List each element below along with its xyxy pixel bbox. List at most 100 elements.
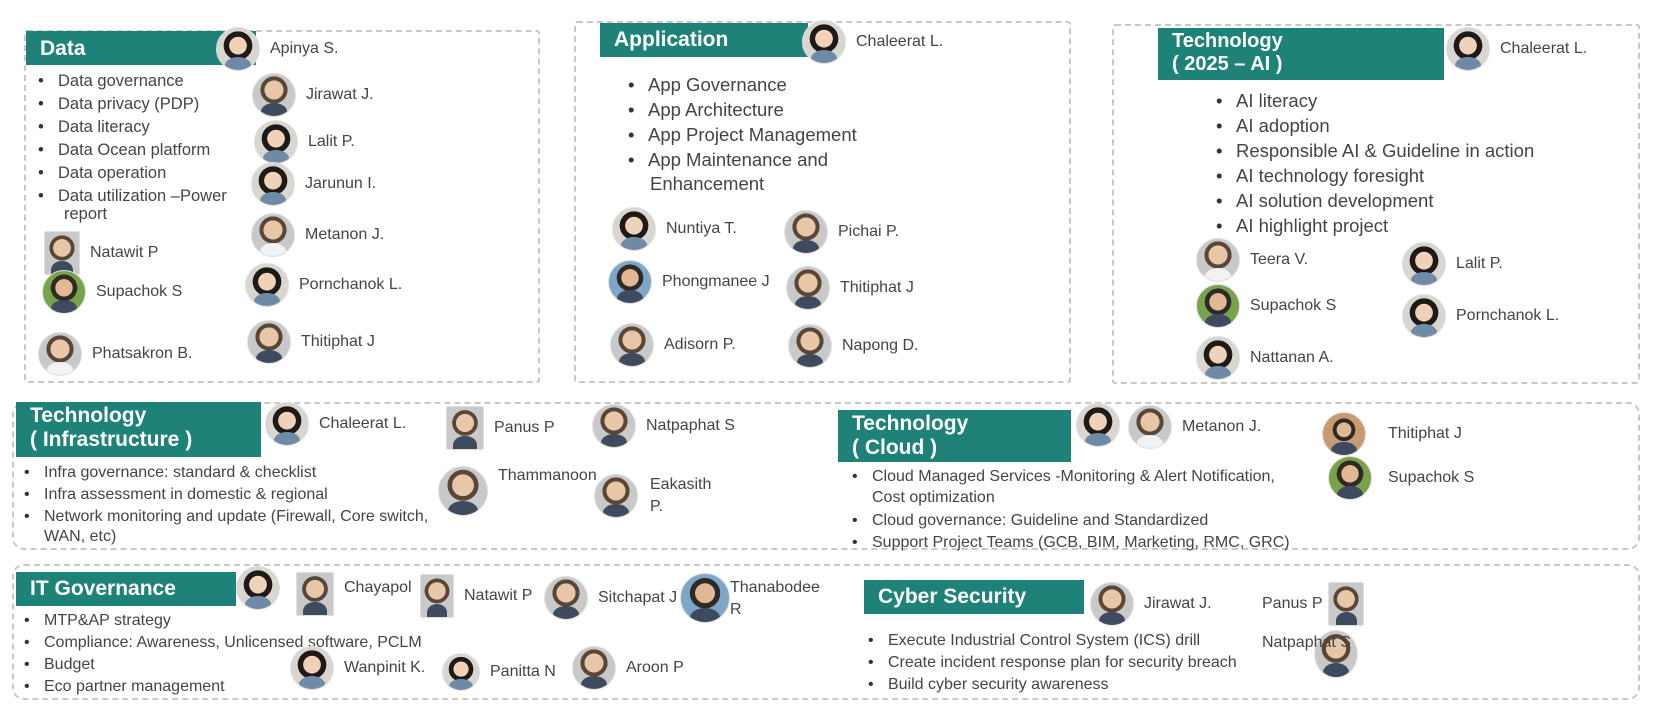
person-name: Jirawat J. [306,86,374,103]
technology-ai-bullets: AI literacy AI adoption Responsible AI &… [1214,88,1534,238]
data-bullets: Data governance Data privacy (PDP) Data … [36,70,227,208]
person-name: Panitta N [490,663,556,680]
technology-ai-header: Technology ( 2025 – AI ) [1158,28,1444,80]
person-card: Nuntiya T. [612,207,737,251]
person-card: Thammanoon [438,466,597,516]
person-name: Panus P [494,419,555,436]
person-card: Pichai P. [784,210,899,254]
person-card: Chayapol [296,572,412,616]
avatar [592,404,636,448]
bullet-item: MTP&AP strategy [22,610,422,632]
avatar [420,574,454,618]
person-name: Thanabodee [730,579,820,596]
bullet-item: AI technology foresight [1214,163,1534,188]
avatar [44,231,80,275]
bullet-item: Compliance: Awareness, Unlicensed softwa… [22,632,422,654]
person-name: Thitiphat J [1388,425,1462,442]
bullet-item: AI highlight project [1214,213,1534,238]
avatar [788,324,832,368]
avatar [1328,456,1372,500]
technology-infra-header: Technology ( Infrastructure ) [16,402,261,457]
person-card: Wanpinit K. [290,646,425,690]
person-name: Supachok S [96,283,183,300]
person-card: Thitiphat J [1322,412,1462,456]
avatar [1196,336,1240,380]
avatar [252,73,296,117]
person-name: Phongmanee J [662,273,770,290]
bullet-continuation: Cost optimization [872,489,995,506]
person-name: Aroon P [626,659,684,676]
person-name: Chayapol [344,579,412,596]
bullet-item: Responsible AI & Guideline in action [1214,138,1534,163]
person-card: Supachok S [42,270,182,314]
avatar [216,27,260,71]
avatar [610,323,654,367]
person-card: Lalit P. [1402,242,1503,286]
person-name: Phatsakron B. [92,345,193,362]
bullet-item: Data operation [36,162,227,185]
person-name: Chaleerat L. [856,33,944,50]
avatar [1402,294,1446,338]
person-name: Natawit P [90,244,159,261]
person-card: Pornchanok L. [245,263,402,307]
person-card: Chaleerat L. [802,20,943,64]
person-name: Apinya S. [270,40,339,57]
person-name: Metanon J. [305,226,385,243]
avatar [442,653,480,691]
person-card: Apinya S. [216,27,338,71]
person-card: Jarunun I. [251,162,376,206]
technology-infra-cloud-panel [12,402,1640,550]
avatar [784,210,828,254]
person-name: Jirawat J. [1144,595,1212,612]
person-card: Chaleerat L. [265,402,406,446]
person-card: Pornchanok L. [1402,294,1559,338]
person-card: Metanon J. [251,213,384,257]
bullet-item: Infra assessment in domestic & regional [22,484,428,506]
it-governance-bullets: MTP&AP strategy Compliance: Awareness, U… [22,610,422,698]
bullet-item: AI adoption [1214,113,1534,138]
avatar [612,207,656,251]
bullet-continuation: Enhancement [650,173,765,194]
cyber-security-header: Cyber Security [864,580,1084,614]
technology-cloud-header: Technology ( Cloud ) [838,410,1071,462]
person-name: Pornchanok L. [1456,307,1560,324]
person-name: Thammanoon [498,467,597,484]
avatar [290,646,334,690]
person-card: Thanabodee R [680,573,820,623]
technology-ai-panel [1112,24,1640,384]
person-card: Supachok S [1196,284,1336,328]
person-card: Panus P [446,406,554,450]
person-name: Adisorn P. [664,336,736,353]
avatar [296,572,334,616]
bullet-item: AI literacy [1214,88,1534,113]
person-card: Lalit P. [254,120,355,164]
person-name: Wanpinit K. [344,659,426,676]
bullet-item: Cloud Managed Services -Monitoring & Ale… [850,466,1275,488]
avatar [594,474,638,518]
person-name: Nattanan A. [1250,349,1334,366]
person-card: Panus P [1262,582,1365,626]
bullet-item: Data governance [36,70,227,93]
person-card: Metanon J. [1128,405,1261,449]
avatar [251,162,295,206]
technology-cloud-bullets: Cloud Managed Services -Monitoring & Ale… [850,466,1275,488]
person-name: Supachok S [1250,297,1337,314]
person-card: Eakasith P. [594,474,711,518]
avatar [572,646,616,690]
avatar [1128,405,1172,449]
bullet-item: Execute Industrial Control System (ICS) … [866,630,1237,652]
technology-cloud-bullets-2: Cloud governance: Guideline and Standard… [850,510,1290,554]
person-card: Napong D. [788,324,919,368]
bullet-item: Budget [22,654,422,676]
avatar [1446,27,1490,71]
bullet-item: Data utilization –Power [36,185,227,208]
person-card: Nattanan A. [1196,336,1334,380]
data-panel [24,30,540,383]
person-name: Thitiphat J [301,333,375,350]
person-name: Thitiphat J [840,279,914,296]
bullet-continuation: WAN, etc) [44,528,117,545]
bullet-item: Support Project Teams (GCB, BIM, Marketi… [850,532,1290,554]
application-bullets: App Governance App Architecture App Proj… [626,72,857,172]
person-name: Teera V. [1250,251,1309,268]
bullet-item: Cloud governance: Guideline and Standard… [850,510,1290,532]
